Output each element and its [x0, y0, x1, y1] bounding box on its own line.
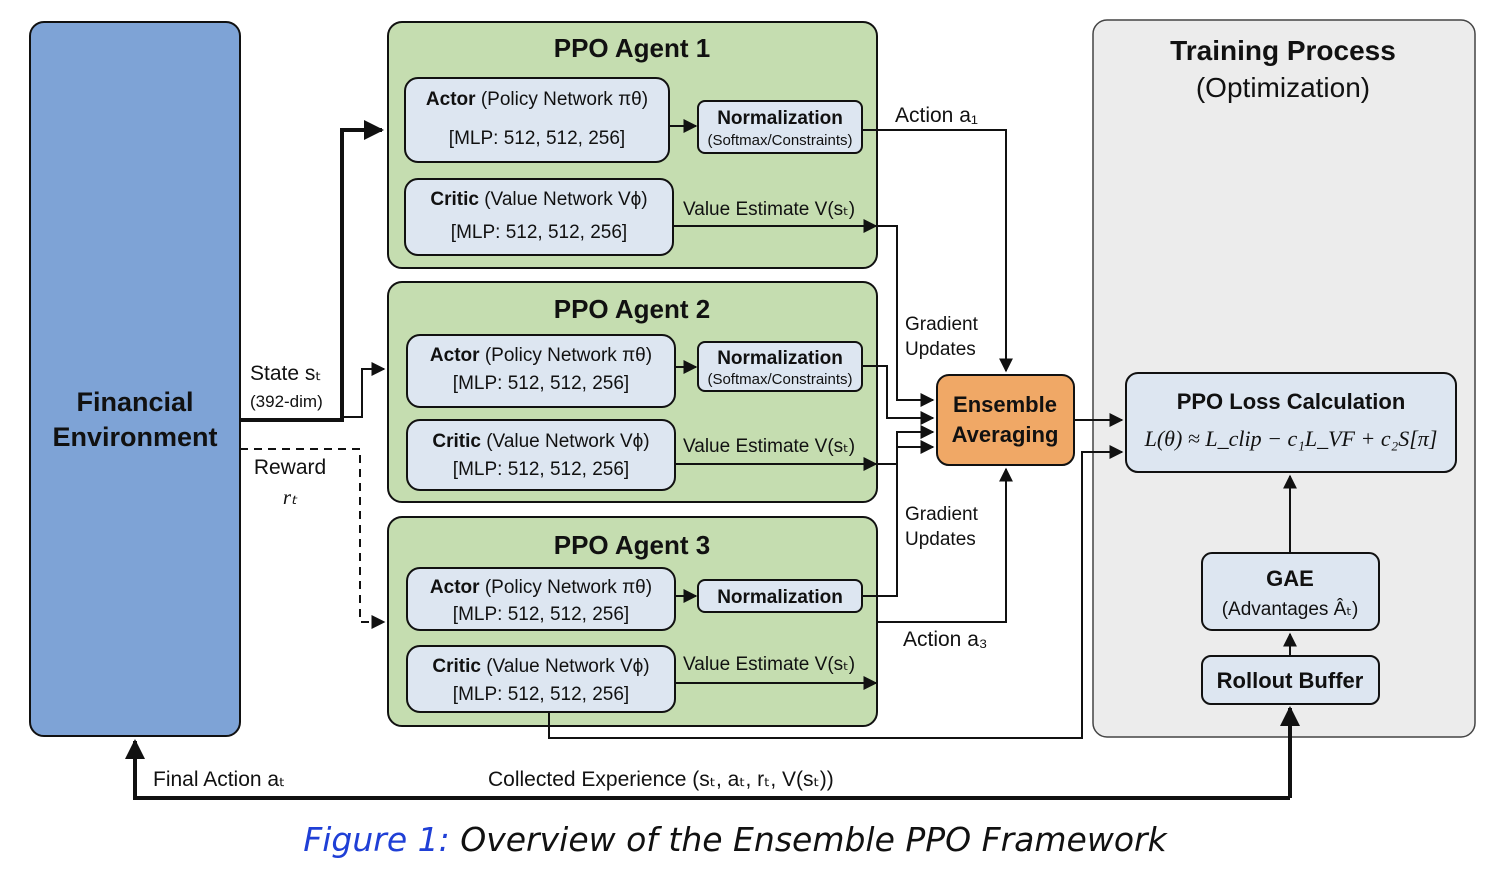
agent-3-title: PPO Agent 3 — [554, 530, 711, 560]
agent-2-normalization-title: Normalization — [717, 348, 843, 369]
agent-1-title: PPO Agent 1 — [554, 33, 711, 63]
agent-3-actor-mlp: [MLP: 512, 512, 256] — [453, 604, 629, 625]
agent-1-normalization-title: Normalization — [717, 108, 843, 129]
norm-3-to-ensemble — [862, 425, 935, 597]
internal-arrows — [669, 119, 878, 690]
state-arrow-agent-2 — [342, 362, 386, 418]
action-3-arrow — [877, 467, 1013, 623]
agent-3-actor-box — [406, 567, 676, 631]
environment-label-line2: Environment — [52, 422, 217, 452]
action-3-label: Action a₃ — [903, 628, 987, 651]
agent-1-normalization-sub: (Softmax/Constraints) — [707, 132, 852, 149]
training-process-title: Training Process — [1170, 35, 1396, 66]
reward-symbol: rₜ — [283, 485, 298, 509]
gae-title: GAE — [1266, 566, 1314, 591]
ppo-loss-title: PPO Loss Calculation — [1177, 389, 1406, 414]
ppo-loss-formula: L(θ) ≈ L_clip − c₁L_VF + c₂S[π] — [1144, 426, 1438, 451]
agent-3-normalization-title: Normalization — [717, 587, 843, 608]
agent-1-actor-mlp: [MLP: 512, 512, 256] — [449, 128, 625, 149]
value-1-to-ensemble — [877, 225, 935, 407]
final-action-label: Final Action aₜ — [153, 768, 285, 791]
collected-experience-label: Collected Experience (sₜ, aₜ, rₜ, V(sₜ)) — [488, 768, 834, 791]
agent-3-actor-label: Actor (Policy Network πθ) — [430, 577, 652, 598]
agent-1-value-label: Value Estimate V(sₜ) — [683, 199, 855, 220]
state-label: State sₜ — [250, 362, 322, 385]
ensemble-line1: Ensemble — [953, 392, 1057, 417]
gradient-top-line1: Gradient — [905, 314, 979, 335]
action-1-label: Action a₁ — [895, 104, 978, 127]
reward-label: Reward — [254, 456, 326, 479]
ensemble-inputs — [548, 129, 1297, 739]
environment-label-line1: Financial — [76, 387, 193, 417]
agent-3-critic-label: Critic (Value Network Vϕ) — [432, 656, 649, 677]
value-2-to-ensemble — [877, 440, 935, 465]
gradient-top-line2: Updates — [905, 339, 976, 360]
financial-environment-box — [29, 21, 241, 737]
agent-3-critic-box — [406, 645, 676, 713]
agent-2-actor-mlp: [MLP: 512, 512, 256] — [453, 373, 629, 394]
ppo-agent-3: PPO Agent 3 Actor (Policy Network πθ) [M… — [387, 516, 878, 727]
agent-2-title: PPO Agent 2 — [554, 294, 711, 324]
agent-2-actor-label: Actor (Policy Network πθ) — [430, 345, 652, 366]
gradient-bottom-line2: Updates — [905, 529, 976, 550]
agent-1-normalization-box — [697, 100, 863, 154]
agent-1-actor-label: Actor (Policy Network πθ) — [426, 89, 648, 110]
agent-2-normalization-sub: (Softmax/Constraints) — [707, 371, 852, 388]
action-1-arrow — [862, 129, 1013, 373]
agent-2-actor-box — [406, 334, 676, 408]
ensemble-averaging-box — [936, 374, 1075, 466]
figure-caption: Figure 1: Overview of the Ensemble PPO F… — [303, 820, 1168, 859]
agent-2-critic-box — [406, 419, 676, 491]
ppo-agent-2: PPO Agent 2 Actor (Policy Network πθ) [M… — [387, 281, 878, 503]
reward-arrow — [240, 448, 386, 629]
state-arrow-main — [240, 120, 384, 422]
ensemble-line2: Averaging — [952, 422, 1059, 447]
agent-2-critic-label: Critic (Value Network Vϕ) — [432, 431, 649, 452]
norm-2-to-ensemble — [862, 365, 935, 425]
agent-3-value-label: Value Estimate V(sₜ) — [683, 654, 855, 675]
ppo-loss-box — [1125, 372, 1457, 473]
training-process-subtitle: (Optimization) — [1196, 72, 1370, 103]
agent-3-critic-mlp: [MLP: 512, 512, 256] — [453, 684, 629, 705]
rollout-buffer-label: Rollout Buffer — [1217, 668, 1364, 693]
critic-3-to-loss — [548, 445, 1124, 739]
agent-1-critic-label: Critic (Value Network Vϕ) — [430, 189, 647, 210]
agent-1-critic-mlp: [MLP: 512, 512, 256] — [451, 222, 627, 243]
state-flow — [240, 120, 386, 422]
state-dim-label: (392-dim) — [250, 392, 323, 411]
ppo-agent-1: PPO Agent 1 Actor (Policy Network πθ) [M… — [387, 21, 878, 269]
gae-subtitle: (Advantages Âₜ) — [1222, 598, 1359, 620]
agent-2-critic-mlp: [MLP: 512, 512, 256] — [453, 459, 629, 480]
agent-1-actor-box — [404, 77, 670, 163]
gradient-bottom-line1: Gradient — [905, 504, 979, 525]
feedback-loop-arrow — [125, 739, 1290, 800]
agent-2-value-label: Value Estimate V(sₜ) — [683, 436, 855, 457]
agent-1-critic-box — [404, 178, 674, 256]
